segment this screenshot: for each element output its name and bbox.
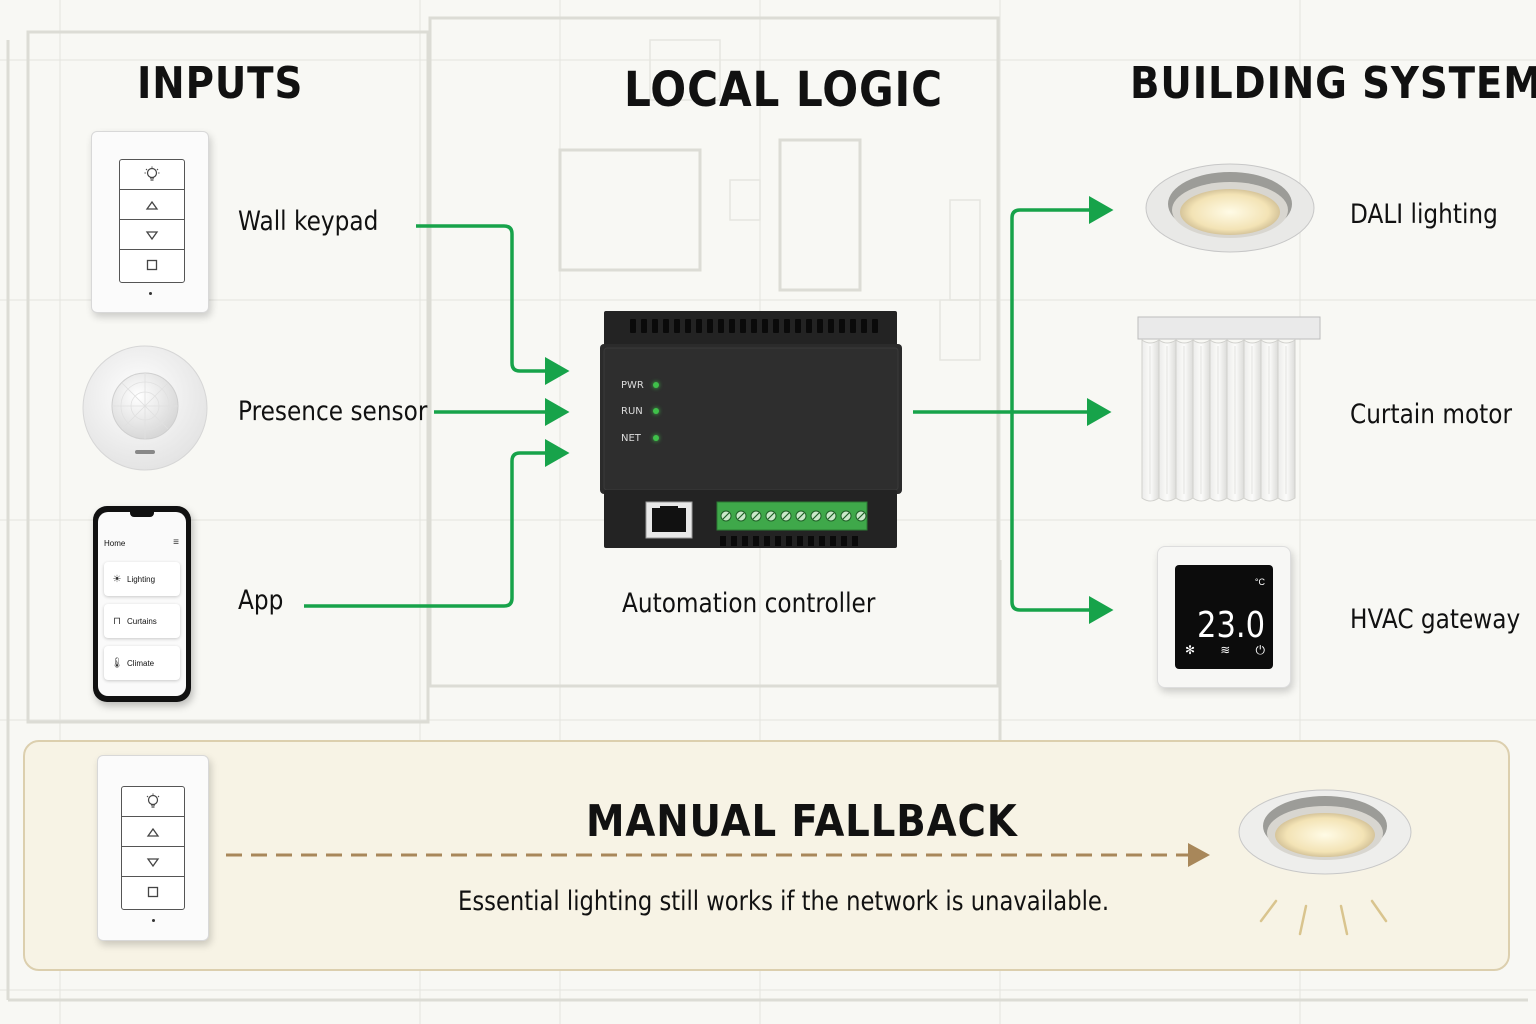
local-logic-heading: LOCAL LOGIC [624,62,944,118]
arrow-app-to-controller [304,439,570,608]
run-led [653,408,659,414]
led-label-net: NET [621,433,641,444]
curtain-icon: ⊓ [113,615,121,627]
led-label-run: RUN [621,406,643,417]
app-home-title: Home [104,539,126,548]
arrow-keypad-to-controller [416,224,570,385]
stop-icon [120,250,184,280]
building-systems-heading: BUILDING SYSTEMS [1130,58,1536,109]
app-item-climate[interactable]: 🌡 Climate [104,646,180,680]
app-item-curtains[interactable]: ⊓ Curtains [104,604,180,638]
temperature-readout: 23.0 [1197,605,1266,646]
fallback-arrow [226,843,1210,867]
inputs-heading: INPUTS [137,58,304,109]
fallback-downlight-device [1238,789,1412,936]
up-arrow-icon [122,817,184,847]
curtain-motor-label: Curtain motor [1350,399,1513,430]
fallback-keypad-device [97,755,209,941]
status-dot [149,292,152,295]
power-icon: ⏻ [1255,643,1266,657]
down-arrow-icon [122,847,184,877]
wall-keypad-label: Wall keypad [238,206,379,237]
automation-controller-device: PWR RUN NET [600,310,902,550]
pwr-led [653,382,659,388]
status-dot [152,919,155,922]
up-arrow-icon [120,190,184,220]
presence-sensor-device [82,345,208,471]
curtain-motor-device [1137,316,1321,502]
hvac-gateway-label: HVAC gateway [1350,604,1521,635]
app-item-label: Lighting [127,574,156,584]
hvac-thermostat-device: °C 23.0 ✻ ≋ ⏻ [1157,546,1291,688]
presence-sensor-label: Presence sensor [238,396,428,427]
dali-lighting-label: DALI lighting [1350,199,1498,230]
fan-icon: ✻ [1185,643,1196,657]
connection-arrows [304,196,1114,624]
wall-keypad-device [91,131,209,313]
stop-icon [122,877,184,907]
bulb-icon [122,787,184,817]
temperature-unit: °C [1254,577,1265,587]
arrow-to-hvac [1010,412,1114,624]
dali-downlight-device [1145,163,1315,253]
bulb-icon [120,160,184,190]
app-item-lighting[interactable]: ☀ Lighting [104,562,180,596]
automation-controller-label: Automation controller [622,588,876,619]
app-item-label: Climate [127,658,155,668]
heat-icon: ≋ [1220,643,1231,657]
down-arrow-icon [120,220,184,250]
app-item-label: Curtains [127,616,157,626]
menu-icon[interactable]: ≡ [173,537,179,548]
bulb-icon: ☀ [112,573,122,585]
arrow-to-dali [1010,196,1114,412]
manual-fallback-description: Essential lighting still works if the ne… [458,886,1110,917]
app-label: App [238,585,284,616]
led-label-pwr: PWR [621,380,644,391]
manual-fallback-title: MANUAL FALLBACK [586,796,1018,847]
smartphone-device: Home ≡ ☀ Lighting ⊓ Curtains 🌡 Climate [93,506,191,702]
net-led [653,435,659,441]
thermometer-icon: 🌡 [110,657,124,669]
